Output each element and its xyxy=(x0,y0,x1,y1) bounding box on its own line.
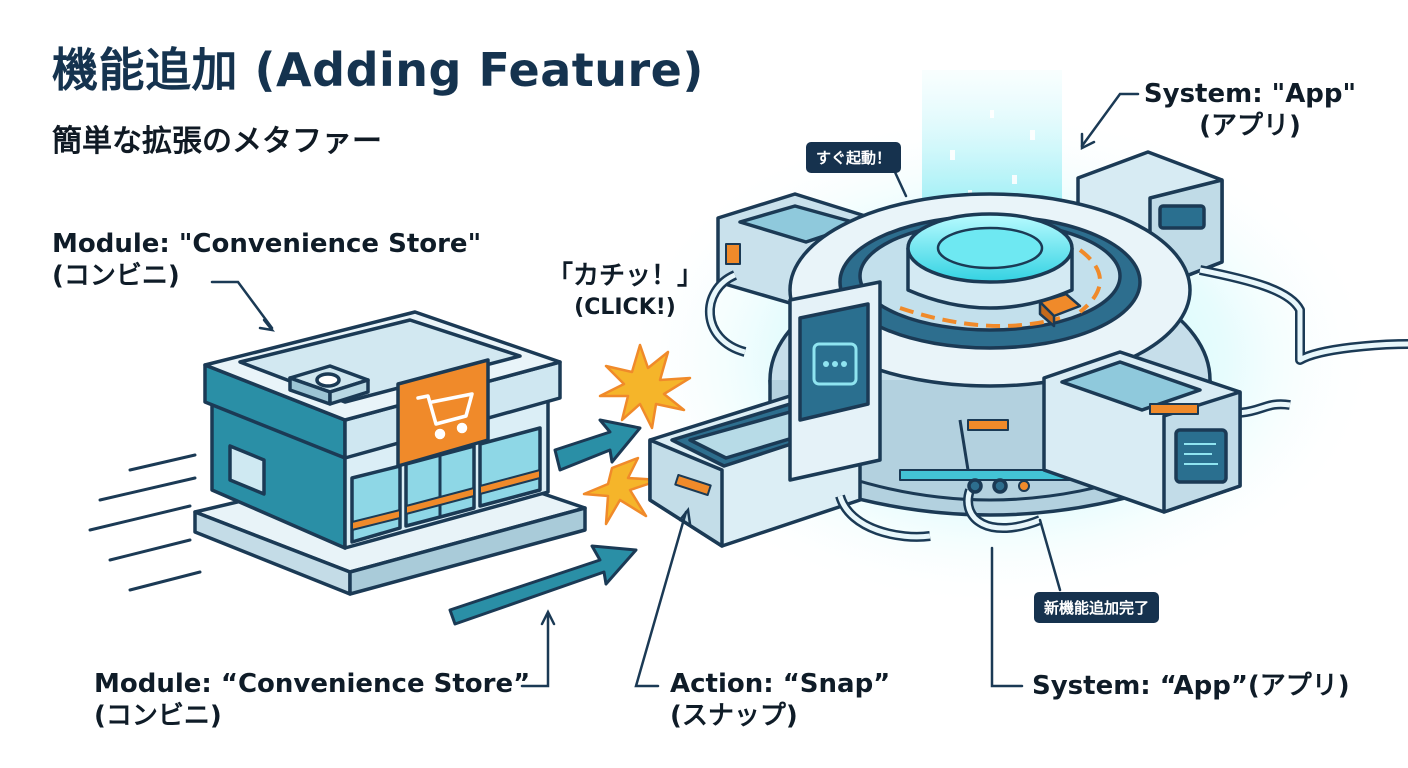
motion-arrows xyxy=(448,418,642,626)
module-label-bottom: Module: “Convenience Store” (コンビニ) xyxy=(94,668,530,732)
system-label-top-line1: System: "App" xyxy=(1143,79,1357,109)
complete-badge: 新機能追加完了 xyxy=(1034,592,1160,623)
click-label: 「カチッ！」 (CLICK!) xyxy=(540,260,710,324)
convenience-store xyxy=(193,310,587,596)
diagram-title: 機能追加 (Adding Feature) xyxy=(52,43,704,97)
module-label-top-line2: (コンビニ) xyxy=(52,261,180,291)
module-label-top-line1: Module: "Convenience Store" xyxy=(52,229,482,259)
speed-lines xyxy=(88,453,202,592)
module-label-bottom-line1: Module: “Convenience Store” xyxy=(94,669,531,699)
leader-complete xyxy=(1038,518,1062,592)
action-label-line1: Action: “Snap” xyxy=(670,669,891,699)
leader-system-bottom xyxy=(990,546,1024,688)
leader-module-top xyxy=(210,280,274,330)
action-label-line2: (スナップ) xyxy=(670,701,798,731)
leader-launch xyxy=(892,168,908,198)
action-label: Action: “Snap” (スナップ) xyxy=(670,668,890,732)
chat-bubble-icon xyxy=(812,342,858,386)
system-label-bottom: System: “App”(アプリ) xyxy=(1032,671,1350,701)
leader-action xyxy=(634,510,688,688)
shopping-cart-icon xyxy=(416,392,474,440)
leader-lines xyxy=(210,92,1140,688)
diagram-subtitle: 簡単な拡張のメタファー xyxy=(52,124,382,159)
click-burst xyxy=(582,343,692,526)
module-label-top: Module: "Convenience Store" (コンビニ) xyxy=(52,228,481,292)
launch-badge: すぐ起動！ xyxy=(806,142,902,173)
leader-system-top xyxy=(1080,92,1140,148)
click-label-line2: (CLICK!) xyxy=(574,295,676,320)
system-label-top-line2: (アプリ) xyxy=(1199,111,1301,141)
click-label-line1: 「カチッ！」 xyxy=(546,261,703,291)
system-label-top: System: "App" (アプリ) xyxy=(1140,78,1360,142)
module-label-bottom-line2: (コンビニ) xyxy=(94,701,222,731)
leader-module-bottom xyxy=(520,612,550,688)
app-machine xyxy=(648,150,1408,548)
